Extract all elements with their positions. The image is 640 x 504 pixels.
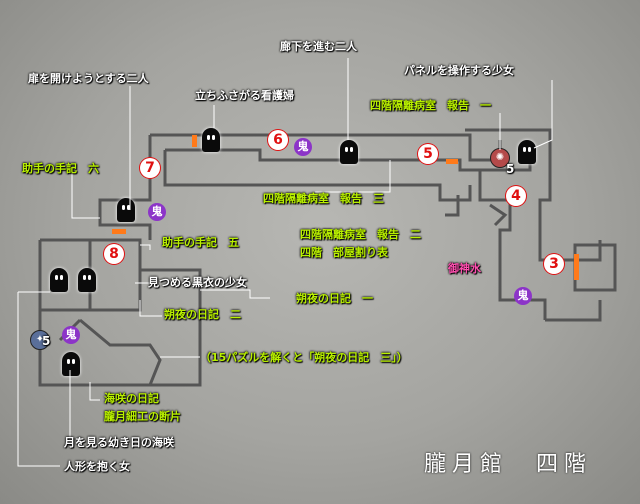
- label-goshinsui: 御神水: [448, 262, 481, 275]
- label-tsuki: 月を見る幼き日の海咲: [64, 436, 174, 449]
- marker-number: 8: [104, 244, 124, 264]
- item-marker: ✺: [490, 148, 510, 168]
- ghost-icon: [62, 352, 80, 376]
- label-rouka: 廊下を進む二人: [280, 40, 357, 53]
- ghost-icon: [340, 140, 358, 164]
- oni-icon: 鬼: [514, 287, 532, 305]
- oni-icon: 鬼: [148, 203, 166, 221]
- map-title: 朧月館 四階: [424, 452, 593, 477]
- marker-number: 7: [140, 158, 160, 178]
- label-misaki-diary: 海咲の日記: [104, 392, 159, 405]
- label-puzzle: （15パズルを解くと「朔夜の日記 三」）: [200, 351, 408, 364]
- label-ningyo: 人形を抱く女: [64, 460, 130, 473]
- oni-icon: 鬼: [62, 326, 80, 344]
- marker-number: 6: [268, 130, 288, 150]
- label-joshu6: 助手の手記 六: [22, 162, 99, 175]
- marker-number: 3: [544, 254, 564, 274]
- label-heyawari: 四階 部屋割り表: [300, 246, 388, 259]
- label-report3: 四階隔離病室 報告 三: [263, 192, 384, 205]
- ghost-icon: [518, 140, 536, 164]
- label-sakuya2: 朔夜の日記 二: [164, 308, 241, 321]
- door: [192, 135, 197, 147]
- label-report2: 四階隔離病室 報告 二: [300, 228, 421, 241]
- oni-icon: 鬼: [294, 138, 312, 156]
- label-joshu5: 助手の手記 五: [162, 236, 239, 249]
- label-tachisukumu: 立ちふさがる看護婦: [195, 89, 294, 102]
- label-sakuya1: 朔夜の日記 一: [296, 292, 373, 305]
- item-count: 5: [506, 162, 515, 176]
- door: [446, 159, 458, 164]
- label-tobira: 扉を開けようとする二人: [28, 72, 149, 85]
- label-oborozuki: 朧月細工の断片: [104, 410, 181, 423]
- item-marker: ✦: [30, 330, 50, 350]
- item-count: 5: [42, 334, 51, 348]
- ghost-icon: [202, 128, 220, 152]
- door: [112, 229, 126, 234]
- marker-number: 5: [418, 144, 438, 164]
- door: [574, 254, 579, 280]
- ghost-icon: [78, 268, 96, 292]
- label-panel: パネルを操作する少女: [404, 64, 514, 77]
- ghost-icon: [50, 268, 68, 292]
- label-kuroi: 見つめる黒衣の少女: [148, 276, 247, 289]
- marker-number: 4: [506, 186, 526, 206]
- label-report1: 四階隔離病室 報告 一: [370, 99, 491, 112]
